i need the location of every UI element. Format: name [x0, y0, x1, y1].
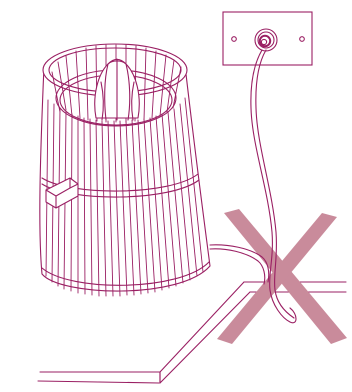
plug-icon — [255, 29, 277, 51]
prohibition-cross-icon — [217, 209, 347, 344]
citrus-juicer-icon — [40, 44, 210, 296]
